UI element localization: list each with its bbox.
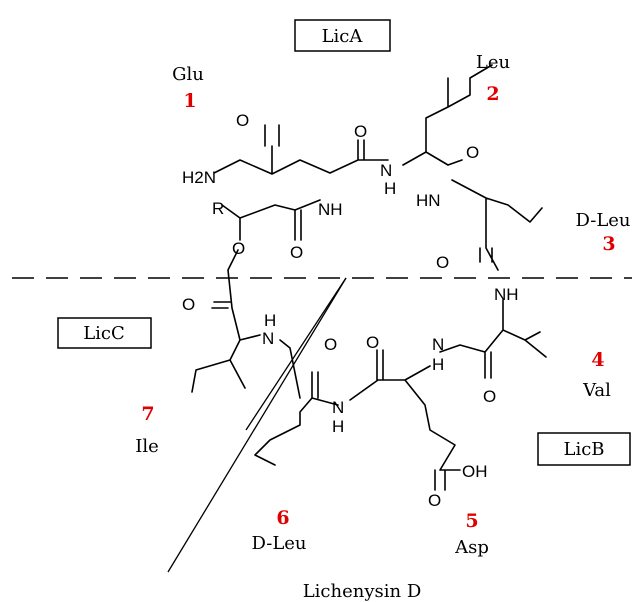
residue-number-2: 2 — [486, 83, 499, 105]
atom-amide-nh2: H2N — [182, 168, 216, 187]
residue-number-6: 6 — [276, 507, 289, 529]
domain-divider-long — [167, 277, 347, 573]
atom-ile-carbonyl-o: O — [182, 295, 195, 314]
atom-asp-oh: OH — [462, 462, 488, 481]
atom-dleu3-hn: HN — [416, 191, 441, 210]
diagram-title: Lichenysin D — [303, 581, 422, 602]
atom-glu-leu-carbonyl-o: O — [354, 122, 367, 141]
residue-number-1: 1 — [183, 90, 196, 112]
domain-box-licc: LicC — [57, 317, 152, 349]
atom-ester-o: O — [232, 239, 245, 258]
residue-number-5: 5 — [465, 510, 478, 532]
residue-name-leu: Leu — [476, 52, 510, 73]
atom-dleu6-h: H — [332, 417, 344, 436]
atom-ile-n: N — [262, 329, 274, 348]
domain-label-licc: LicC — [83, 323, 125, 344]
domain-label-lica: LicA — [322, 26, 364, 47]
domain-divider-short — [245, 277, 347, 431]
atom-leu-h: H — [384, 179, 396, 198]
atom-val-nh: NH — [494, 285, 519, 304]
residue-name-ile: Ile — [135, 436, 159, 457]
molecule-bonds — [191, 64, 547, 491]
atom-ile-h: H — [264, 311, 276, 330]
atom-glu-nh-carbonyl-o: O — [290, 243, 303, 262]
atom-dleu6-carbonyl-o: O — [324, 335, 337, 354]
residue-number-3: 3 — [602, 233, 615, 255]
atom-glu-nh: NH — [318, 200, 343, 219]
atom-asp-carbonyl-o: O — [366, 333, 379, 352]
atom-leu-n: N — [380, 161, 392, 180]
atom-asp-acid-o: O — [428, 491, 441, 510]
atom-leu-carbonyl-o: O — [466, 143, 479, 162]
residue-name-val: Val — [582, 380, 611, 401]
atom-asp-h: H — [432, 355, 444, 374]
atom-dleu3-carbonyl-o: O — [436, 253, 449, 272]
atom-r-group: R — [212, 199, 224, 218]
domain-box-lica: LicA — [294, 19, 391, 52]
atom-asp-n: N — [432, 335, 444, 354]
residue-name-asp: Asp — [454, 537, 489, 558]
atom-glu-carbonyl-o: O — [236, 111, 249, 130]
residue-number-4: 4 — [591, 349, 604, 371]
residue-number-7: 7 — [141, 403, 154, 425]
residue-name-dleu-6: D-Leu — [251, 533, 306, 554]
residue-name-dleu-3: D-Leu — [575, 210, 630, 231]
residue-name-glu: Glu — [172, 64, 204, 85]
domain-label-licb: LicB — [563, 439, 604, 460]
domain-box-licb: LicB — [537, 432, 631, 466]
atom-dleu6-n: N — [332, 398, 344, 417]
atom-val-carbonyl-o: O — [483, 387, 496, 406]
